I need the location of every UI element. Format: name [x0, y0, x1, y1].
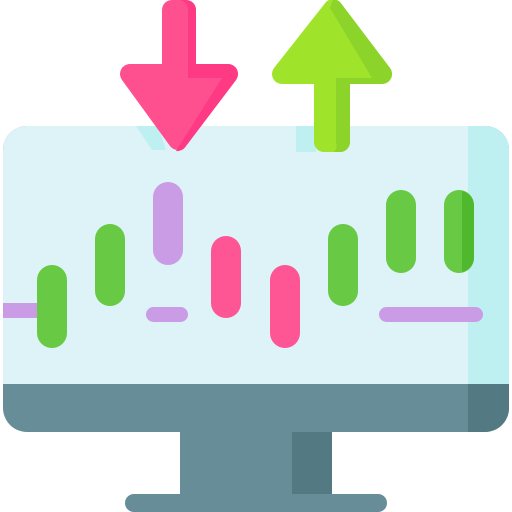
stand-neck-shade	[292, 428, 332, 500]
baseline-left	[3, 303, 41, 318]
candle-8-shade	[462, 191, 474, 272]
screen-notch-left	[136, 126, 166, 150]
monitor-screen-shade	[468, 126, 509, 384]
stand-base	[125, 494, 387, 512]
down-arrow-icon	[119, 0, 239, 152]
candle-3	[153, 182, 183, 265]
monitor-stand	[125, 428, 387, 512]
candle-6	[328, 224, 358, 306]
screen-notch-right	[296, 126, 316, 152]
candle-5	[270, 265, 300, 348]
up-arrow-shade	[330, 0, 392, 152]
down-arrow-shade	[176, 0, 239, 152]
monitor-screen	[3, 126, 509, 384]
baseline-mid	[146, 307, 188, 322]
baseline-right	[379, 307, 483, 322]
chart-baselines	[3, 303, 483, 322]
candle-7	[386, 190, 416, 273]
monitor	[3, 126, 509, 432]
up-arrow-icon	[272, 0, 392, 152]
candle-1	[37, 265, 67, 348]
candle-4	[211, 236, 241, 318]
candlestick-chart	[37, 182, 474, 348]
candle-2	[95, 224, 125, 306]
